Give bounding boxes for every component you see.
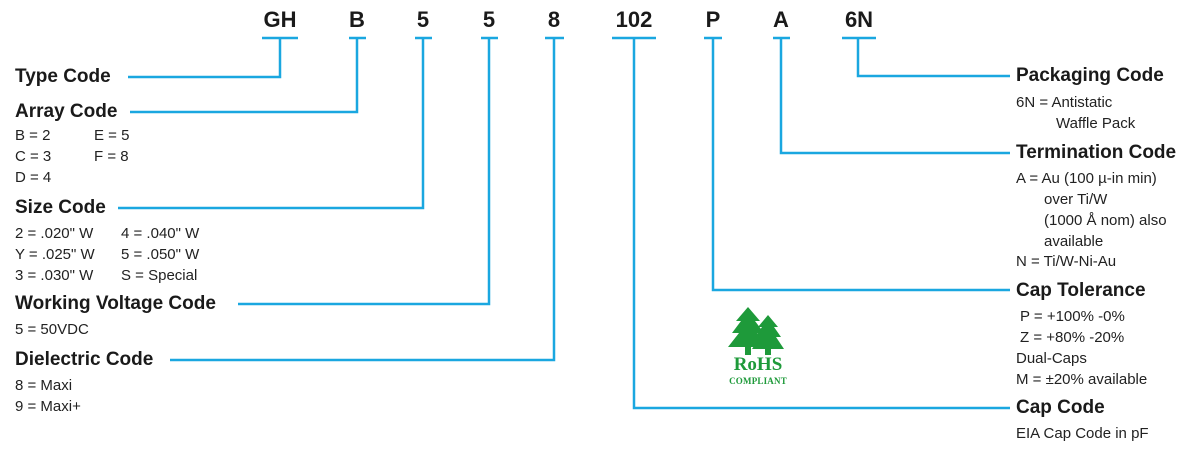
dielectric-8: 8 = Maxi	[15, 377, 73, 394]
rohs-label: RoHS	[733, 354, 783, 375]
tolerance-m: M = ±20% available	[1016, 371, 1148, 388]
array-code-title: Array Code	[15, 101, 118, 122]
tolerance-p: P = +100% -0%	[1020, 308, 1125, 325]
termination-over: over Ti/W	[1044, 191, 1108, 208]
code-packaging: 6N	[844, 7, 874, 32]
termination-available: available	[1044, 233, 1104, 250]
code-type: GH	[263, 7, 297, 32]
size-2: 2 = .020" W	[15, 225, 94, 242]
type-code-title: Type Code	[15, 66, 111, 87]
packaging-6n: 6N = Antistatic	[1016, 94, 1113, 111]
array-c: C = 3	[15, 148, 52, 165]
code-voltage: 5	[482, 7, 496, 32]
packaging-waffle: Waffle Pack	[1056, 115, 1136, 132]
dielectric-9: 9 = Maxi+	[15, 398, 81, 415]
code-size: 5	[416, 7, 430, 32]
tolerance-z: Z = +80% -20%	[1020, 329, 1125, 346]
array-b: B = 2	[15, 127, 51, 144]
voltage-5: 5 = 50VDC	[15, 321, 89, 338]
dielectric-code-title: Dielectric Code	[15, 349, 154, 370]
size-code-title: Size Code	[15, 197, 106, 218]
tolerance-dual: Dual-Caps	[1016, 350, 1087, 367]
array-e: E = 5	[94, 127, 130, 144]
termination-nom: (1000 Å nom) also	[1044, 212, 1167, 229]
termination-a: A = Au (100 µ-in min)	[1016, 170, 1157, 187]
cap-code-title: Cap Code	[1016, 397, 1105, 418]
code-capacitance: 102	[615, 7, 653, 32]
cap-tolerance-title: Cap Tolerance	[1016, 280, 1146, 301]
size-y: Y = .025" W	[15, 246, 95, 263]
termination-n: N = Ti/W-Ni-Au	[1016, 253, 1117, 270]
cap-code-eia: EIA Cap Code in pF	[1016, 425, 1149, 442]
code-array: B	[349, 7, 365, 32]
size-3: 3 = .030" W	[15, 267, 94, 284]
working-voltage-title: Working Voltage Code	[15, 293, 216, 314]
array-d: D = 4	[15, 169, 52, 186]
pine-trees-icon	[728, 307, 784, 355]
rohs-badge: RoHS COMPLIANT	[722, 305, 794, 391]
code-tolerance: P	[705, 7, 721, 32]
size-s: S = Special	[121, 267, 198, 284]
code-dielectric: 8	[547, 7, 561, 32]
size-4: 4 = .040" W	[121, 225, 200, 242]
code-termination: A	[773, 7, 789, 32]
size-5: 5 = .050" W	[121, 246, 200, 263]
array-f: F = 8	[94, 148, 129, 165]
packaging-code-title: Packaging Code	[1016, 65, 1164, 86]
rohs-compliant-label: COMPLIANT	[729, 376, 787, 386]
termination-code-title: Termination Code	[1016, 142, 1177, 163]
